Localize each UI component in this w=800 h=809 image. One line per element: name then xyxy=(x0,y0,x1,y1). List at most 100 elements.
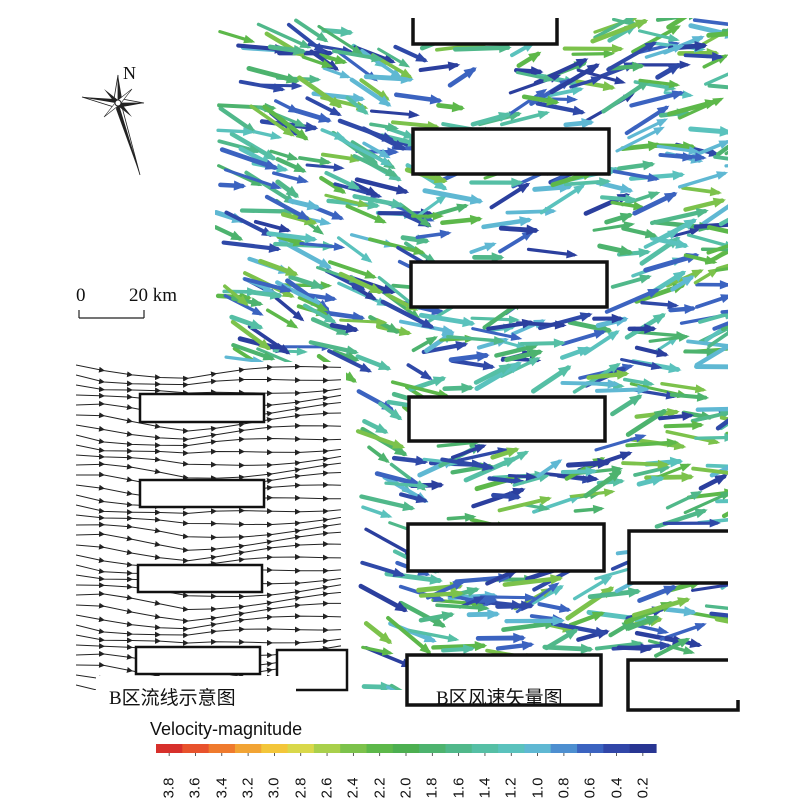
velocity-arrowhead xyxy=(530,66,544,77)
velocity-arrowhead xyxy=(451,588,465,599)
velocity-arrowhead xyxy=(351,45,364,55)
velocity-arrowhead xyxy=(688,146,701,155)
velocity-arrowhead xyxy=(694,622,707,632)
velocity-arrowhead xyxy=(324,292,338,303)
velocity-arrowhead xyxy=(629,394,643,406)
velocity-arrowhead xyxy=(385,167,398,177)
velocity-arrowhead xyxy=(645,615,660,626)
velocity-arrow xyxy=(549,63,599,95)
legend-tick-label: 2.4 xyxy=(344,777,362,799)
legend-swatch xyxy=(445,744,473,753)
velocity-arrowhead xyxy=(638,247,652,258)
velocity-arrow xyxy=(707,330,728,348)
velocity-arrowhead xyxy=(477,603,490,613)
building-outline xyxy=(138,392,266,424)
velocity-arrowhead xyxy=(313,42,326,54)
legend-swatch xyxy=(182,744,210,753)
velocity-arrowhead xyxy=(329,106,342,116)
velocity-arrowhead xyxy=(627,587,642,598)
velocity-arrowhead xyxy=(652,313,667,325)
velocity-arrowhead xyxy=(394,601,408,612)
legend-swatch xyxy=(313,744,341,753)
velocity-arrowhead xyxy=(683,646,696,655)
velocity-arrowhead xyxy=(677,638,691,648)
velocity-arrowhead xyxy=(381,647,394,656)
velocity-arrow xyxy=(649,208,708,226)
velocity-arrowhead xyxy=(415,455,429,466)
streamline-caption: B区流线示意图 xyxy=(109,688,236,709)
legend-tick-label: 2.8 xyxy=(292,777,310,799)
velocity-arrowhead xyxy=(694,152,707,162)
velocity-arrowhead xyxy=(429,94,443,105)
velocity-arrow xyxy=(625,440,677,448)
velocity-arrowhead xyxy=(712,197,727,208)
velocity-arrow xyxy=(706,225,728,234)
velocity-arrowhead xyxy=(724,433,728,442)
velocity-arrowhead xyxy=(258,338,272,351)
velocity-arrow xyxy=(499,111,549,127)
velocity-arrowhead xyxy=(679,60,691,70)
velocity-arrowhead xyxy=(517,182,531,194)
legend-title: Velocity-magnitude xyxy=(150,719,303,739)
velocity-arrowhead xyxy=(402,501,416,512)
legend-swatch xyxy=(208,744,236,753)
velocity-arrow xyxy=(706,243,728,255)
velocity-arrowhead xyxy=(648,191,661,201)
velocity-arrowhead xyxy=(577,346,591,357)
velocity-arrowhead xyxy=(369,283,383,294)
legend-swatch xyxy=(392,744,420,753)
velocity-arrow xyxy=(715,263,728,271)
velocity-arrowhead xyxy=(681,411,695,421)
velocity-arrowhead xyxy=(246,287,259,297)
velocity-arrowhead xyxy=(297,210,311,221)
legend-tick-label: 3.0 xyxy=(265,777,283,799)
velocity-arrow xyxy=(713,155,728,161)
scale-distance-label: 20 km xyxy=(129,285,178,306)
velocity-arrowhead xyxy=(602,81,616,92)
velocity-arrowhead xyxy=(696,392,710,402)
velocity-arrowhead xyxy=(326,59,340,71)
legend-tick-label: 1.6 xyxy=(450,777,468,799)
velocity-arrowhead xyxy=(345,345,359,356)
velocity-arrowhead xyxy=(319,156,332,166)
velocity-arrowhead xyxy=(543,74,555,83)
velocity-arrowhead xyxy=(393,139,407,151)
velocity-arrow xyxy=(715,144,728,157)
velocity-arrowhead xyxy=(650,475,665,486)
velocity-arrowhead xyxy=(690,491,703,501)
velocity-arrow xyxy=(631,25,680,54)
velocity-arrowhead xyxy=(608,362,621,373)
velocity-arrowhead xyxy=(367,199,381,210)
velocity-arrow xyxy=(497,496,551,513)
velocity-arrowhead xyxy=(432,616,447,628)
velocity-arrowhead xyxy=(667,33,680,43)
velocity-arrowhead xyxy=(592,504,605,514)
velocity-arrow xyxy=(386,615,431,654)
velocity-arrowhead xyxy=(466,586,480,597)
building-outline xyxy=(136,563,264,594)
velocity-arrowhead xyxy=(719,125,728,137)
velocity-arrowhead xyxy=(264,159,279,170)
velocity-arrow xyxy=(705,463,728,469)
velocity-arrow xyxy=(691,466,728,475)
velocity-arrowhead xyxy=(476,351,490,362)
velocity-arrowhead xyxy=(299,39,312,49)
velocity-arrowhead xyxy=(377,360,392,370)
velocity-arrowhead xyxy=(644,228,658,239)
velocity-arrowhead xyxy=(546,95,560,106)
velocity-arrow xyxy=(615,126,663,153)
velocity-arrowhead xyxy=(508,491,522,502)
velocity-arrowhead xyxy=(421,318,435,329)
velocity-arrowhead xyxy=(566,249,578,259)
velocity-arrowhead xyxy=(558,603,572,613)
velocity-arrowhead xyxy=(462,644,476,655)
velocity-arrow xyxy=(704,72,728,86)
velocity-arrow xyxy=(539,184,584,215)
velocity-arrowhead xyxy=(656,105,670,117)
velocity-arrowhead xyxy=(647,288,661,299)
velocity-arrow xyxy=(471,327,520,340)
velocity-arrow xyxy=(704,604,728,610)
velocity-arrow xyxy=(678,97,722,120)
velocity-arrowhead xyxy=(482,360,496,371)
